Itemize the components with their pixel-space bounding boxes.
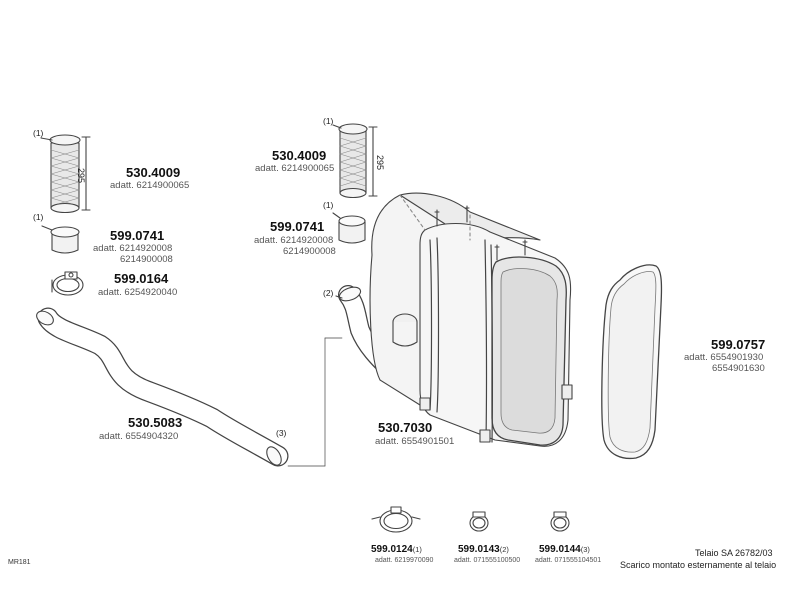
adatt-599-0741-left-2: 6214900008 — [120, 254, 173, 265]
adatt-530-7030: adatt. 6554901501 — [375, 436, 455, 447]
adatt-599-0741-middle-1: adatt. 6214920008 — [254, 235, 334, 246]
adatt-599-0741-middle-2: 6214900008 — [283, 246, 336, 257]
mounting-note: Scarico montato esternamente al telaio — [620, 560, 777, 570]
sleeve-left — [41, 225, 80, 254]
part-number-599-0164: 599.0164 — [114, 271, 169, 286]
part-number-530-7030: 530.7030 — [378, 420, 433, 435]
adatt-599-0164: adatt. 6254920040 — [98, 287, 178, 298]
muffler-body — [369, 192, 573, 447]
connector-line-3 — [287, 337, 343, 467]
part-number-599-0144: 599.0144(3) — [539, 544, 590, 555]
callout-flex-pipe-left: (1) — [33, 128, 44, 138]
dimension-295-left — [81, 136, 91, 211]
part-number-530-4009-left: 530.4009 — [126, 165, 181, 180]
part-number-599-0741-middle: 599.0741 — [270, 219, 325, 234]
dimension-295-middle — [368, 126, 378, 197]
adatt-530-5083: adatt. 6554904320 — [99, 431, 179, 442]
clamp-599-0124 — [371, 506, 421, 533]
adatt-599-0124: adatt. 6219970090 — [375, 557, 434, 564]
clamp-599-0144 — [550, 511, 570, 532]
adatt-599-0757-2: 6554901630 — [712, 363, 765, 374]
callout-sleeve-middle: (1) — [323, 200, 334, 210]
adatt-599-0741-left-1: adatt. 6214920008 — [93, 243, 173, 254]
adatt-599-0757-1: adatt. 6554901930 — [684, 352, 764, 363]
heat-shield-panel — [601, 264, 663, 460]
clamp-599-0143 — [469, 511, 489, 532]
drawing-reference: MR181 — [8, 559, 31, 566]
part-number-599-0757: 599.0757 — [711, 337, 766, 352]
callout-3: (3) — [276, 428, 287, 438]
callout-flex-pipe-middle: (1) — [323, 116, 334, 126]
chassis-label: Telaio SA 26782/03 — [695, 548, 773, 558]
callout-2: (2) — [323, 288, 334, 298]
clamp-left — [51, 271, 84, 296]
part-number-530-5083: 530.5083 — [128, 415, 183, 430]
sleeve-middle — [332, 212, 366, 244]
part-number-599-0741-left: 599.0741 — [110, 228, 165, 243]
bent-pipe-530-5083 — [36, 307, 289, 467]
callout-sleeve-left: (1) — [33, 212, 44, 222]
part-number-599-0124: 599.0124(1) — [371, 544, 422, 555]
flex-pipe-middle — [332, 123, 368, 199]
part-number-530-4009-middle: 530.4009 — [272, 148, 327, 163]
flex-pipe-left — [40, 134, 81, 214]
adatt-599-0143: adatt. 071555100500 — [454, 557, 521, 564]
adatt-530-4009-middle: adatt. 6214900065 — [255, 163, 335, 174]
part-number-599-0143: 599.0143(2) — [458, 544, 509, 555]
dimension-label-left: 295 — [76, 168, 86, 184]
dimension-label-middle: 295 — [375, 155, 385, 171]
adatt-530-4009-left: adatt. 6214900065 — [110, 180, 190, 191]
adatt-599-0144: adatt. 071555104501 — [535, 557, 602, 564]
